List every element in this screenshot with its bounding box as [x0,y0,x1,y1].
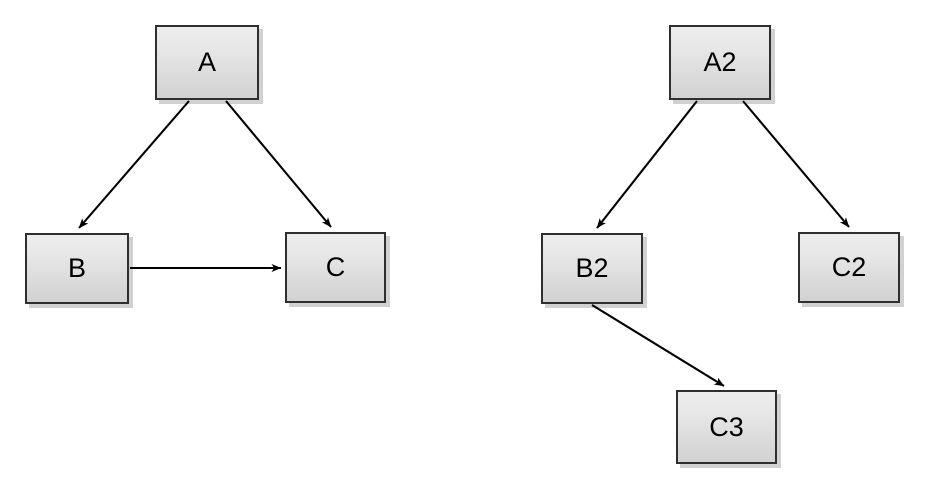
node-a-label: A [197,47,216,77]
node-b2[interactable]: B2 [541,233,643,304]
node-c2[interactable]: C2 [798,232,900,303]
node-c[interactable]: C [285,232,386,303]
edge-b2-to-c3 [591,304,725,387]
edge-a-to-c [225,100,332,228]
node-c2-label: C2 [831,252,867,282]
node-c3-label: C3 [709,411,744,442]
node-c-label: C [325,252,346,282]
edge-a-to-b [78,100,190,229]
node-a2-label: A2 [703,47,737,77]
edge-a2-to-c2 [742,100,850,228]
node-a2[interactable]: A2 [669,25,771,100]
node-c3[interactable]: C3 [676,390,777,464]
node-b2-label: B2 [575,253,609,283]
node-a[interactable]: A [155,25,259,100]
node-b[interactable]: B [25,233,129,304]
edge-a2-to-b2 [596,100,698,229]
node-b-label: B [67,253,86,283]
